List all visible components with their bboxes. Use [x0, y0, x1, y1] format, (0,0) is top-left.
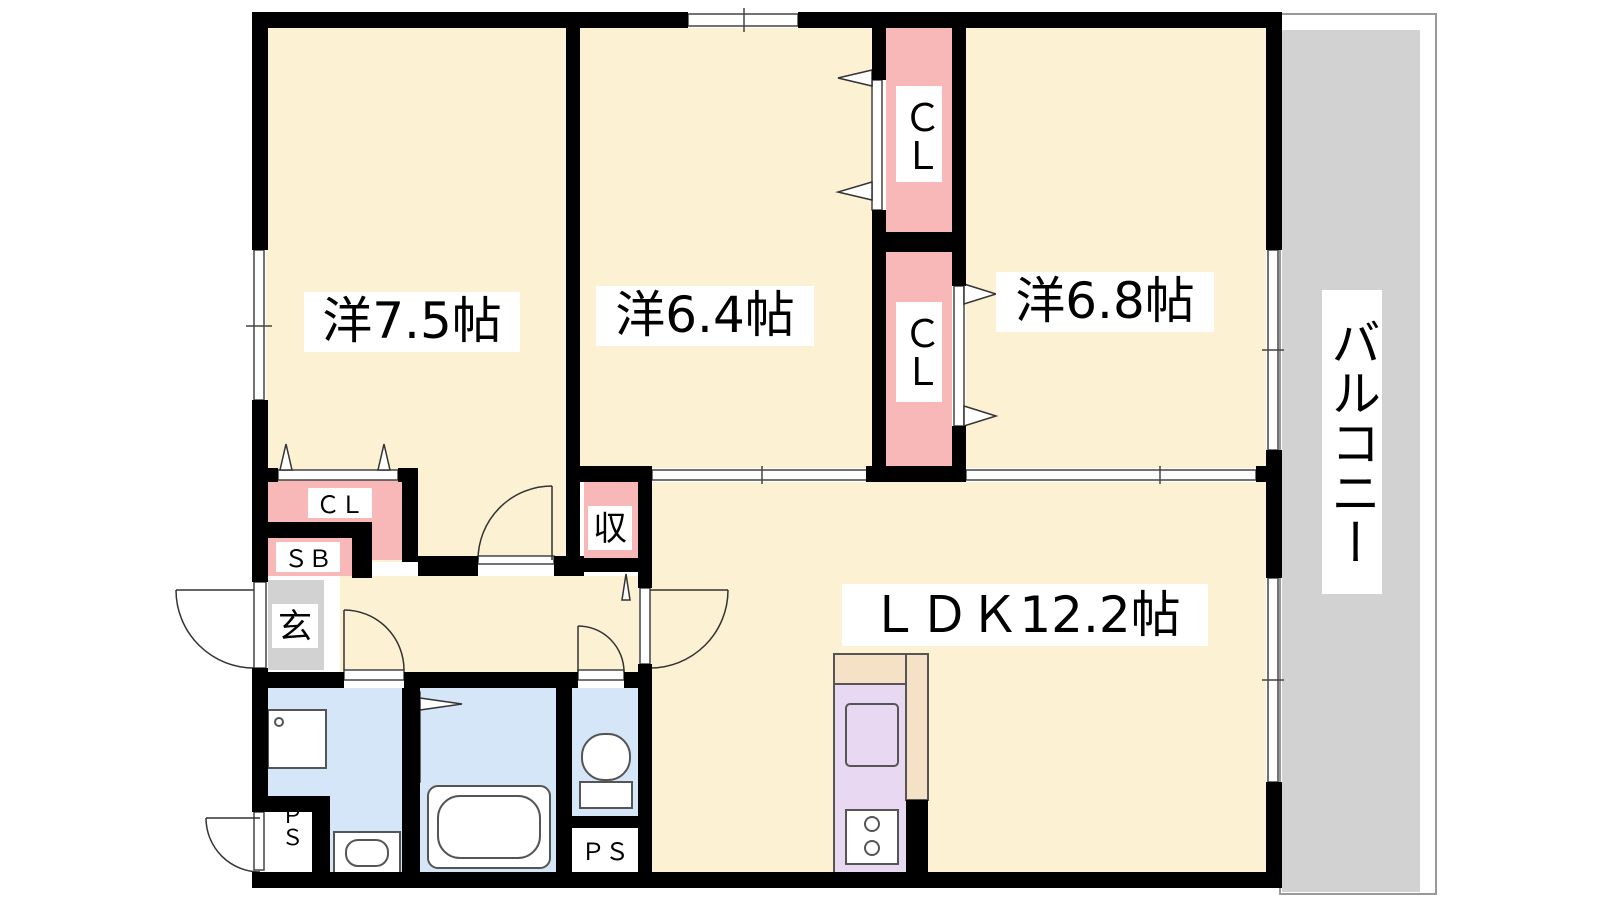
- labels: 洋7.5帖 洋6.4帖 洋6.8帖 ＬＤＫ12.2帖 ＣＬ ＣＬ ＣＬ ＳＢ 収…: [272, 86, 1382, 866]
- door-swings: [175, 485, 729, 873]
- entrance-label: 玄: [278, 607, 312, 647]
- room-label-western-3: 洋6.8帖: [1015, 272, 1195, 330]
- toilet-bowl: [581, 733, 631, 781]
- closet-label-small: ＣＬ: [316, 491, 364, 519]
- closet-label-middle: ＣＬ: [897, 314, 941, 390]
- hallway-floor: [340, 576, 640, 674]
- room-label-ldk: ＬＤＫ12.2帖: [869, 586, 1180, 644]
- toilet-tank: [579, 781, 633, 809]
- ps-box-2: [572, 828, 638, 874]
- room-label-western-2: 洋6.4帖: [615, 286, 795, 344]
- shoebox-label: ＳＢ: [284, 545, 332, 573]
- kitchen-side: [905, 653, 929, 801]
- storage-label: 収: [593, 509, 627, 549]
- closet-label-top: ＣＬ: [897, 98, 941, 174]
- western-room-3-floor: [966, 28, 1266, 468]
- ldk-floor: [650, 482, 1266, 874]
- room-label-western-1: 洋7.5帖: [322, 292, 502, 350]
- balcony-label: バルコニー: [1323, 317, 1381, 567]
- western-room-2-floor: [580, 28, 872, 468]
- ps-label-2: ＰＳ: [581, 838, 629, 866]
- closet-door-markers: [279, 69, 999, 711]
- kitchen-sink-icon: [845, 703, 899, 767]
- washing-machine: [267, 709, 327, 769]
- balcony: [1279, 13, 1437, 895]
- ps-label-1: ＰＳ: [278, 804, 303, 848]
- ps-box-1: [268, 812, 312, 874]
- fixtures: [267, 709, 633, 877]
- room-floors: [266, 28, 1266, 874]
- walls: [252, 12, 1282, 888]
